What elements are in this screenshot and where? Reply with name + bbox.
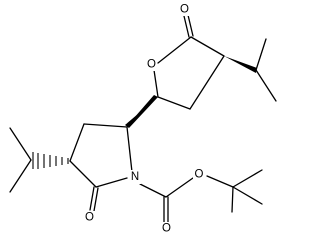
lactone-ring xyxy=(153,14,225,110)
bond-lactone-chlink-ch2 xyxy=(157,96,191,110)
bond-lactone-carbonyl-a xyxy=(183,15,190,38)
bond-ipr-top-me2 xyxy=(255,69,277,102)
atom-label-lactam-n: N xyxy=(131,171,139,183)
inter-ring-bond xyxy=(125,95,158,128)
chemical-structure-diagram: O O N O O O xyxy=(9,3,277,235)
atom-label-lactone-ring-o: O xyxy=(147,59,156,71)
bond-lactam-carbonyl-b xyxy=(93,187,99,212)
boc-group xyxy=(139,169,263,223)
atom-labels: O O N O O O xyxy=(84,3,205,235)
bond-lactam-n-chlink xyxy=(126,126,133,173)
atom-label-lactam-carbonyl-o: O xyxy=(85,212,94,224)
isopropyl-bottom xyxy=(9,127,69,193)
wedge-bond-lactone-link xyxy=(125,97,158,128)
bond-lactam-ch-co xyxy=(69,160,97,188)
bond-lactam-ch2-ch xyxy=(69,123,85,162)
bond-tbu-me3 xyxy=(232,169,263,188)
wedge-bond-lactam-link xyxy=(127,95,158,126)
bond-tbu-me2 xyxy=(232,186,263,205)
bond-ipr-bot-me2 xyxy=(9,159,32,193)
bond-lactone-ch2-ch xyxy=(189,55,225,110)
atom-label-ester-o: O xyxy=(195,169,204,181)
isopropyl-top xyxy=(224,38,277,102)
bond-lactone-c-o xyxy=(157,36,192,64)
bond-lactone-c-ch xyxy=(190,36,225,57)
bond-lactone-carbonyl-b xyxy=(187,14,194,37)
bond-lactam-chlink-ch2 xyxy=(83,123,128,128)
bond-o-tbu xyxy=(206,175,234,188)
bond-n-carbamate xyxy=(139,183,167,198)
bond-tbu-me1 xyxy=(231,186,234,213)
bond-carbamate-o xyxy=(165,177,194,198)
wedge-bond-isopropyl-top xyxy=(224,56,257,73)
bond-ipr-top-me1 xyxy=(255,38,267,71)
bond-lactam-carbonyl-a xyxy=(89,186,95,211)
atom-label-carbamate-carbonyl-o: O xyxy=(162,223,171,235)
atom-label-lactone-carbonyl-o: O xyxy=(180,4,189,16)
bond-ipr-bot-me1 xyxy=(9,127,32,161)
lactam-ring xyxy=(69,123,133,212)
bond-lactam-co-n xyxy=(95,177,128,188)
bond-lactone-o-chlink xyxy=(153,69,159,98)
